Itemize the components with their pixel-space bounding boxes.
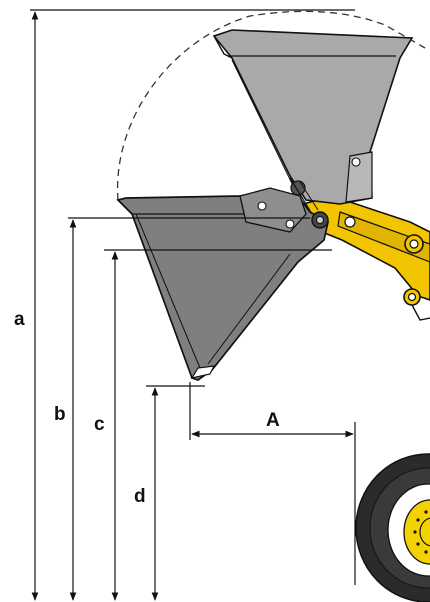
raised-bucket xyxy=(212,29,414,205)
wheel-icon xyxy=(355,453,430,602)
dimension-a-label: a xyxy=(14,309,25,330)
dimension-d-label: d xyxy=(134,486,146,507)
reference-lines xyxy=(30,9,356,585)
boom-arm xyxy=(298,195,430,321)
dimension-c-label: c xyxy=(94,414,105,435)
bucket-swing-arc xyxy=(116,10,426,201)
dimension-b-label: b xyxy=(54,404,66,425)
lowered-bucket xyxy=(116,177,329,381)
dimension-A-label: A xyxy=(266,410,280,431)
